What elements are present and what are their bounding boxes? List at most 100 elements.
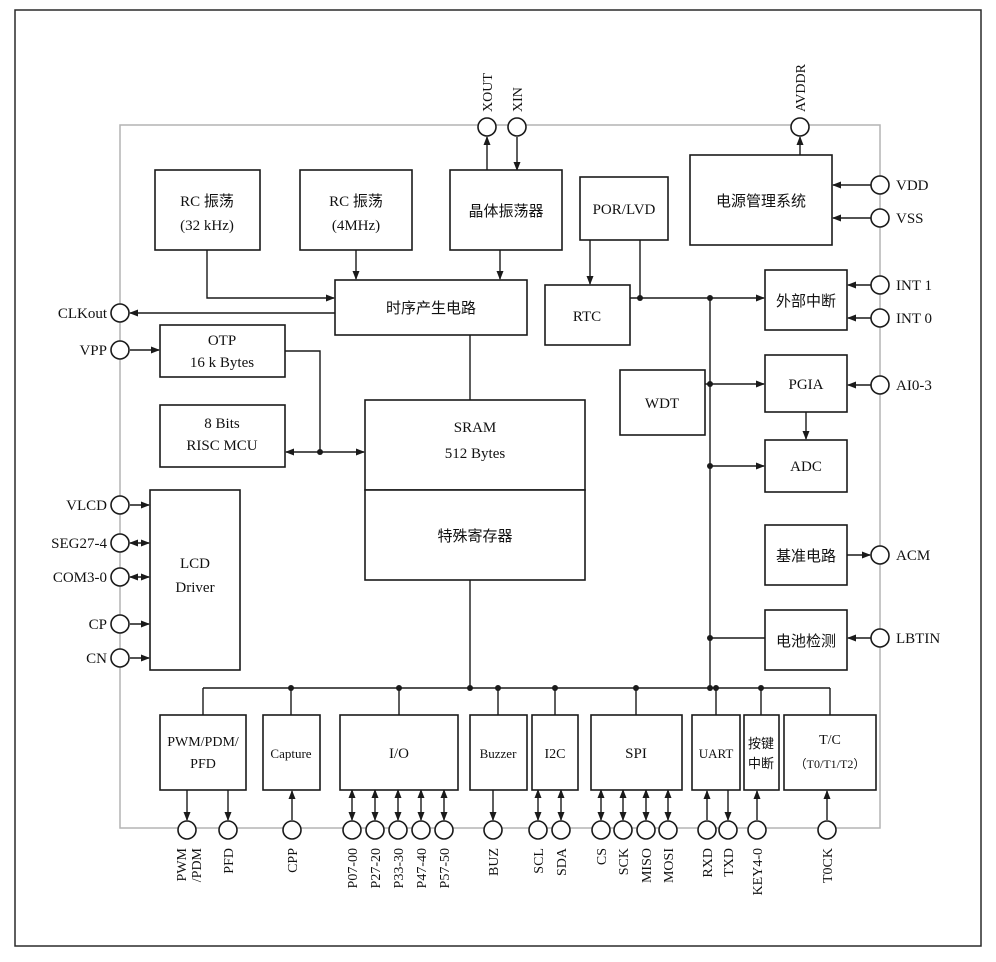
pin-com-label: COM3-0 [53,570,107,586]
block-i2c: I2C [531,714,579,791]
block-wdt: WDT [619,369,706,436]
pin-ai-label: AI0-3 [896,378,932,394]
block-mcu-box [159,404,286,468]
junction-dot [495,685,501,691]
junction-dot [288,685,294,691]
pin-p57 [434,820,454,840]
pin-key-label: KEY4-0 [751,848,766,895]
block-rc4-label2: (4MHz) [332,218,380,234]
block-mcu-label2: RISC MCU [186,438,257,454]
pin-vlcd [110,495,130,515]
wiring [129,136,871,821]
block-i2c-label: I2C [545,747,566,762]
pin-cp [110,614,130,634]
block-ref-box [764,524,848,586]
block-pms-box [689,154,833,246]
junction-dot [467,685,473,691]
block-timing-box [334,279,528,336]
pin-cs-label: CS [595,848,610,865]
block-sram-label2: 512 Bytes [445,446,506,462]
pin-p07 [342,820,362,840]
pin-clkout-label: CLKout [58,306,108,322]
wire-otp-bus [285,350,321,452]
pin-cs [591,820,611,840]
block-rc32: RC 振荡 (32 kHz) [154,169,261,251]
block-pwm-box [159,714,247,791]
block-mcu-label: 8 Bits [204,416,240,432]
pin-labels: XOUT XIN AVDDR CLKout VPP VLCD SEG27-4 C… [51,63,940,895]
block-crystal-box [449,169,563,251]
block-rtc-box [544,284,631,346]
pin-sda [551,820,571,840]
pin-pfd-label: PFD [222,848,237,874]
block-rtc-label: RTC [573,309,601,325]
block-spi: SPI [590,714,683,791]
block-batt-box [764,609,848,671]
pin-miso-label: MISO [640,848,655,883]
block-pwm-label2: PFD [190,757,216,772]
pin-sck-label: SCK [617,848,632,875]
block-pgia-box [764,354,848,413]
pin-lbtin-label: LBTIN [896,631,940,647]
block-otp-label2: 16 k Bytes [190,355,254,371]
pin-vpp [110,340,130,360]
pin-p33 [388,820,408,840]
pin-p57-label: P57-50 [438,848,453,888]
block-uart-label: UART [699,746,734,761]
junction-dot [707,463,713,469]
pin-txd-label: TXD [722,848,737,877]
block-porlvd-label: POR/LVD [593,202,656,218]
pin-seg [110,533,130,553]
pin-mosi [658,820,678,840]
block-capture-box [262,714,321,791]
block-pwm-pdm-pfd: PWM/PDM/ PFD [159,714,247,791]
pin-com [110,567,130,587]
block-sram-label: SRAM [454,420,497,436]
block-rc4-box [299,169,413,251]
block-io-label: I/O [389,746,409,762]
block-lcd-label: LCD [180,556,210,572]
block-io-box [339,714,459,791]
wire-rc32-timing [206,250,335,302]
block-buzzer-box [469,714,528,791]
block-pwm-label: PWM/PDM/ [167,735,239,750]
pin-int0 [870,308,890,328]
pin-avddr-label: AVDDR [794,63,809,112]
junctions [288,295,764,691]
block-rc32-box [154,169,261,251]
block-otp: OTP 16 k Bytes [159,324,286,378]
pin-pwm-label2: /PDM [190,847,205,882]
block-tc-label: T/C [819,733,841,748]
block-timer-counter: T/C （T0/T1/T2） [783,714,877,791]
pin-t0ck-label: T0CK [821,848,836,883]
pin-cp-label: CP [89,617,107,633]
block-tc-box [783,714,877,791]
block-extint-label: 外部中断 [776,293,836,310]
block-batt-label: 电池检测 [776,633,836,650]
pin-scl-label: SCL [532,848,547,874]
pin-xout [477,117,497,137]
block-special-registers: 特殊寄存器 [364,489,586,581]
block-pgia-label: PGIA [788,377,823,393]
block-adc: ADC [764,439,848,493]
junction-dot [758,685,764,691]
block-rc32-label: RC 振荡 [180,193,234,210]
pin-p47-label: P47-40 [415,848,430,888]
pin-miso [636,820,656,840]
block-extint-box [764,269,848,331]
block-keyint-box [743,714,780,791]
outer-frame [14,9,982,947]
block-timing-label: 时序产生电路 [386,300,476,317]
junction-dot [552,685,558,691]
junction-dot [633,685,639,691]
block-rc4-label: RC 振荡 [329,193,383,210]
junction-dot [713,685,719,691]
pin-ai [870,375,890,395]
block-sram: SRAM 512 Bytes [364,399,586,491]
pin-buz-label: BUZ [487,848,502,876]
pin-rxd [697,820,717,840]
pin-cn-label: CN [86,651,107,667]
block-timing-gen: 时序产生电路 [334,279,528,336]
block-pms-label: 电源管理系统 [716,193,806,210]
block-io: I/O [339,714,459,791]
